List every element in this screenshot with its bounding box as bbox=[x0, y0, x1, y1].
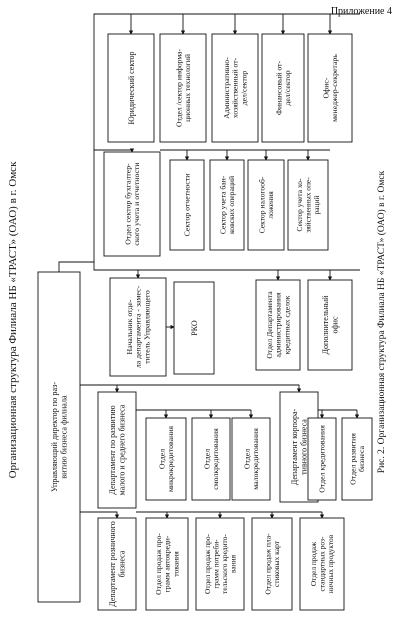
node-label: Сектор учета бан-ковских операций bbox=[218, 175, 236, 234]
node-rko: РКО bbox=[173, 281, 215, 375]
node-box bbox=[307, 33, 353, 143]
node-label: Отдел развитиябизнеса bbox=[348, 433, 366, 485]
node-label: Отдел кредитования bbox=[318, 425, 327, 493]
node-label: Сектор отчетности bbox=[183, 174, 192, 237]
node-label: Департамент розничногобизнеса bbox=[108, 521, 126, 606]
node-label: Отдел /сектор информа-ционных технологий bbox=[174, 49, 192, 128]
node-box bbox=[173, 281, 215, 375]
node-box bbox=[209, 159, 245, 251]
node-smb-dept: Департамент по развитиюмалого и среднего… bbox=[97, 391, 137, 509]
node-box bbox=[307, 417, 337, 501]
node-box bbox=[145, 517, 189, 611]
node-acc-3: Сектор налогооб-ложения bbox=[247, 159, 285, 251]
node-retail-4: Отдел продажстандартных роз-ничных проду… bbox=[299, 517, 345, 611]
spine-mid bbox=[93, 262, 360, 271]
node-label: Отдел продаж про-грамм потреби-тельского… bbox=[203, 533, 238, 594]
node-box bbox=[169, 159, 205, 251]
node-box bbox=[261, 33, 305, 143]
node-label: Начальник отде-ла департамента - замес-т… bbox=[125, 285, 152, 368]
node-box bbox=[247, 159, 285, 251]
node-retail-1: Отдел продаж про-грамм автокреди-тования bbox=[145, 517, 189, 611]
node-label: Отдел продажстандартных роз-ничных проду… bbox=[309, 534, 335, 593]
node-label: Дополнительныйофис bbox=[321, 295, 339, 355]
node-it: Отдел /сектор информа-ционных технологий bbox=[159, 33, 207, 143]
node-label: Отдел продаж пла-стиковых карт bbox=[263, 533, 281, 595]
node-label: Отдел продаж про-грамм автокреди-тования bbox=[154, 533, 180, 595]
node-label: Сектор налогооб-ложения bbox=[257, 176, 275, 233]
node-credit-admin: Отдел Департаментаадминистрированиякреди… bbox=[255, 279, 301, 371]
node-acc-1: Сектор отчетности bbox=[169, 159, 205, 251]
node-label: Сектор учета хо-зяйственных опе-раций bbox=[295, 177, 321, 233]
link-smb bbox=[80, 384, 120, 393]
node-label: Департамент по развитиюмалого и среднего… bbox=[108, 404, 126, 495]
link-retail bbox=[80, 511, 120, 519]
node-director: Управляющий директор по раз-витию бизнес… bbox=[37, 271, 81, 603]
node-admin: Административно-хозяйственный от-дел/сек… bbox=[211, 33, 259, 143]
node-legal: Юридический сектор bbox=[107, 33, 155, 143]
node-label: Отделмикрокредитования bbox=[157, 426, 175, 492]
appendix-label: Приложение 4 bbox=[330, 6, 392, 17]
node-box bbox=[195, 517, 245, 611]
link-corp bbox=[117, 384, 302, 393]
node-box bbox=[159, 33, 207, 143]
node-box bbox=[37, 271, 81, 603]
node-box bbox=[191, 417, 231, 501]
node-acc-4: Сектор учета хо-зяйственных опе-раций bbox=[287, 159, 329, 251]
chart-title: Организационная структура Филиала НБ «ТР… bbox=[7, 161, 19, 478]
node-accounting: Отдел сектор бухгалтер-ского учета и отч… bbox=[103, 151, 161, 257]
node-label: Административно-хозяйственный от-дел/сек… bbox=[222, 57, 248, 119]
node-extra-office: Дополнительныйофис bbox=[307, 279, 353, 371]
link-accounting bbox=[94, 148, 135, 153]
org-boxes: Управляющий директор по раз-витию бизнес… bbox=[37, 33, 373, 611]
node-label: Юридический сектор bbox=[127, 52, 136, 125]
node-corp-1: Отдел кредитования bbox=[307, 417, 337, 501]
node-corp-2: Отдел развитиябизнеса bbox=[341, 417, 373, 501]
node-retail-dept: Департамент розничногобизнеса bbox=[97, 517, 137, 611]
node-label: Отделсмолкредитования bbox=[202, 428, 220, 490]
connector-lines bbox=[58, 13, 360, 519]
node-smb-3: Отделмалокредитования bbox=[231, 417, 271, 501]
node-deputy: Начальник отде-ла департамента - замес-т… bbox=[109, 277, 167, 377]
node-label: Отдел сектор бухгалтер-ского учета и отч… bbox=[123, 162, 141, 245]
node-box bbox=[211, 33, 259, 143]
node-box bbox=[103, 151, 161, 257]
node-smb-2: Отделсмолкредитования bbox=[191, 417, 231, 501]
node-label: Департамент корпора-тивного бизнеса bbox=[290, 408, 308, 485]
node-office-manager: Офис-менеджер-секретарь bbox=[307, 33, 353, 143]
node-box bbox=[231, 417, 271, 501]
node-box bbox=[109, 277, 167, 377]
node-label: Отдел Департаментаадминистрированиякреди… bbox=[265, 291, 291, 359]
node-label: Финансовый от-дел/сектор bbox=[274, 60, 292, 115]
node-box bbox=[251, 517, 293, 611]
node-box bbox=[255, 279, 301, 371]
node-label: Офис-менеджер-секретарь bbox=[321, 54, 339, 122]
node-box bbox=[307, 279, 353, 371]
node-acc-2: Сектор учета бан-ковских операций bbox=[209, 159, 245, 251]
node-box bbox=[145, 417, 187, 501]
node-smb-1: Отделмикрокредитования bbox=[145, 417, 187, 501]
node-box bbox=[107, 33, 155, 143]
node-box bbox=[341, 417, 373, 501]
node-retail-3: Отдел продаж пла-стиковых карт bbox=[251, 517, 293, 611]
node-box bbox=[97, 391, 137, 509]
node-label: РКО bbox=[190, 320, 199, 336]
node-box bbox=[287, 159, 329, 251]
node-box bbox=[299, 517, 345, 611]
node-label: Отделмалокредитования bbox=[242, 428, 260, 490]
node-finance: Финансовый от-дел/сектор bbox=[261, 33, 305, 143]
node-label: Управляющий директор по раз-витию бизнес… bbox=[50, 382, 68, 492]
node-retail-2: Отдел продаж про-грамм потреби-тельского… bbox=[195, 517, 245, 611]
node-box bbox=[97, 517, 137, 611]
figure-caption: Рис. 2. Организационная структура Филиал… bbox=[376, 170, 387, 473]
